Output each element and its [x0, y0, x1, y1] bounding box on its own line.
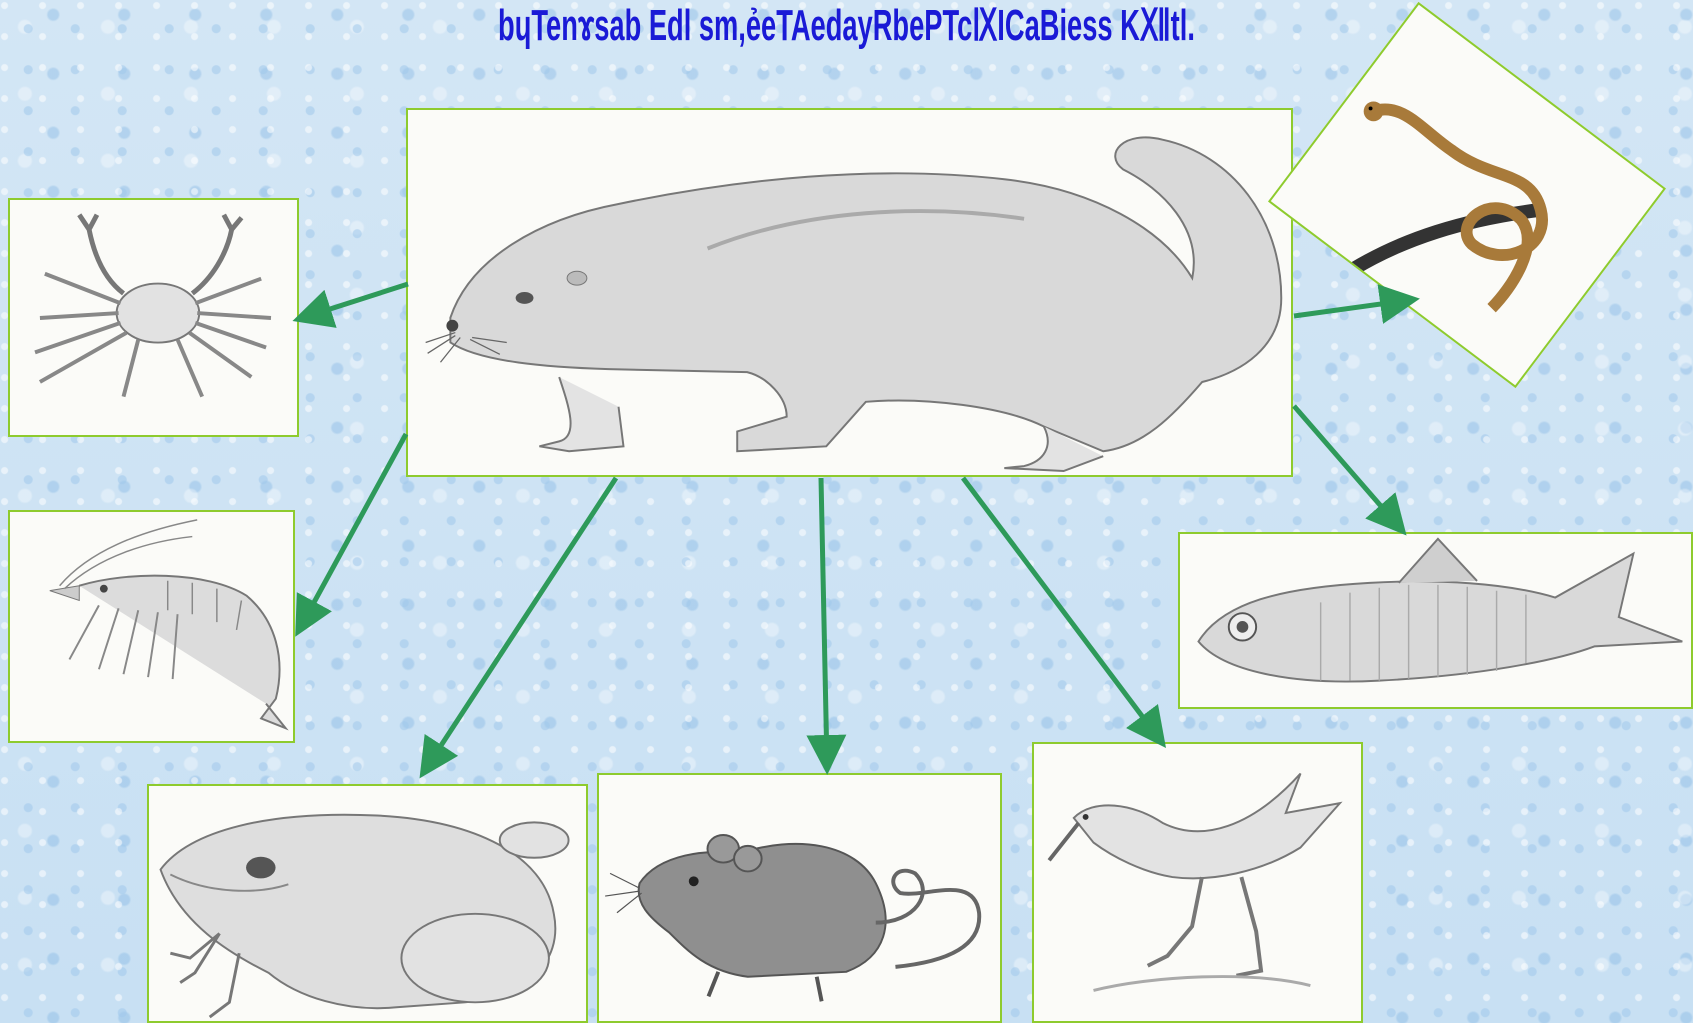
crab-panel [8, 198, 299, 437]
otter-drawing [408, 110, 1291, 475]
fish-drawing [1180, 534, 1691, 707]
bird-drawing [1034, 744, 1361, 1021]
caption-text: bɥTenɤsab Edl sm,ẻeTAedayRbePTcⅨICaBiess… [322, 0, 1372, 56]
frog-panel [147, 784, 588, 1023]
crab-drawing [10, 200, 297, 435]
frog-drawing [149, 786, 586, 1021]
shrimp-panel [8, 510, 295, 743]
mouse-drawing [599, 775, 1000, 1021]
otter-panel [406, 108, 1293, 477]
shrimp-drawing [10, 512, 293, 741]
mouse-panel [597, 773, 1002, 1023]
fish-panel [1178, 532, 1693, 709]
bird-panel [1032, 742, 1363, 1023]
